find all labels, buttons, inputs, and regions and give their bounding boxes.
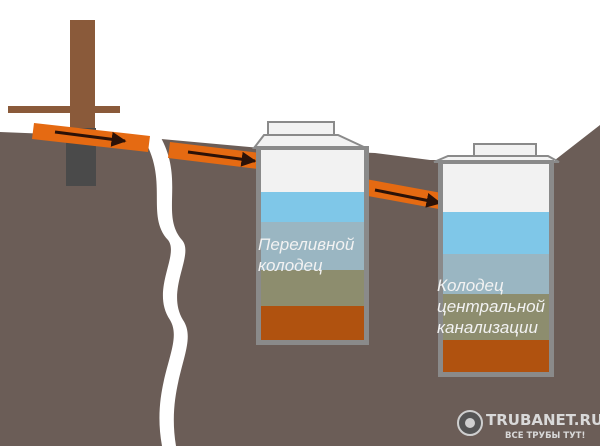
watermark: TRUBANET.RU ВСЕ ТРУБЫ ТУТ! [457, 410, 600, 441]
flow-arrow [54, 130, 127, 147]
air-layer [261, 150, 364, 192]
central-sewer-well: Колодец центральной канализации [433, 143, 560, 377]
well-lid [267, 121, 335, 136]
sludge-layer [443, 340, 549, 372]
well-lid [473, 143, 537, 157]
overflow-well-label-1: Переливной [258, 235, 355, 254]
flow-arrow [187, 150, 257, 167]
central-well-label-3: канализации [437, 318, 538, 337]
flow-arrow [374, 188, 442, 208]
wooden-beam [8, 106, 120, 113]
silt-layer [261, 270, 364, 306]
silt-layer [443, 294, 549, 340]
sludge-layer [261, 306, 364, 340]
watermark-site: TRUBANET.RU [486, 411, 600, 429]
murky-water-layer [443, 254, 549, 294]
overflow-well: Переливной колодец [251, 121, 369, 345]
water-layer [261, 192, 364, 222]
watermark-tagline: ВСЕ ТРУБЫ ТУТ! [505, 431, 585, 441]
inlet-pipe [32, 123, 150, 152]
overflow-pipe [357, 178, 458, 212]
murky-water-layer [261, 222, 364, 270]
connecting-pipe [168, 142, 268, 170]
central-well-label-1: Колодец [437, 276, 504, 295]
overflow-well-label-2: колодец [258, 256, 323, 275]
water-layer [443, 212, 549, 254]
wooden-post [70, 20, 95, 130]
central-well-label-2: центральной [437, 297, 546, 316]
ground-break-line [142, 136, 188, 446]
air-layer [443, 164, 549, 212]
